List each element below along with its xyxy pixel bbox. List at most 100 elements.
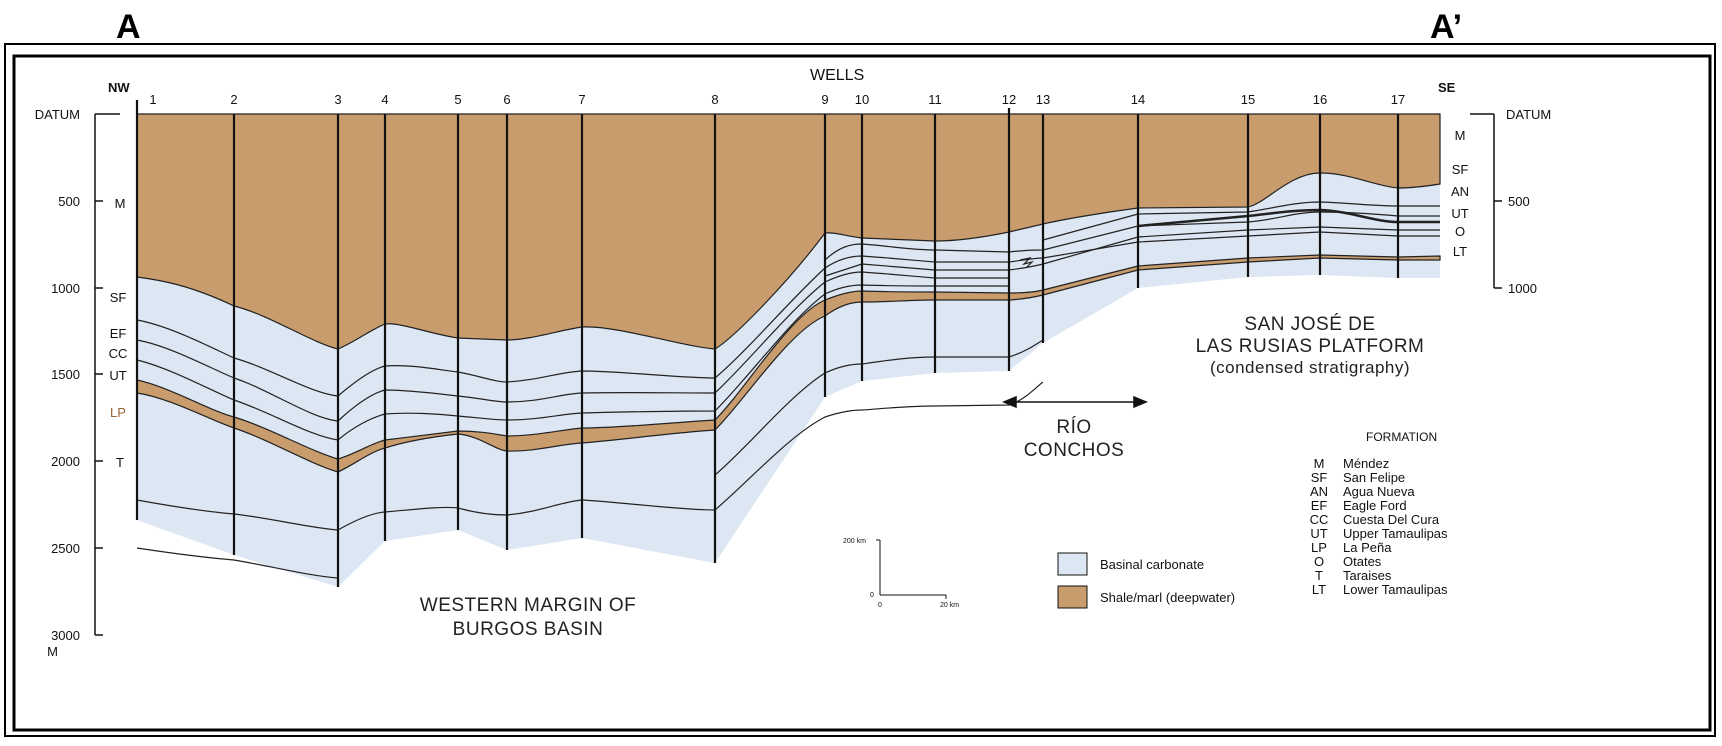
- platform-label-line3: (condensed stratigraphy): [1210, 358, 1410, 377]
- legend-label-shale: Shale/marl (deepwater): [1100, 590, 1235, 605]
- horizon-lt-upper: [714, 339, 1044, 476]
- left-axis-tick-label: 1000: [51, 281, 80, 296]
- formation-label: EF: [110, 326, 127, 341]
- platform-label-line1: SAN JOSÉ DE: [1244, 314, 1375, 335]
- right-axis-tick-label: 1000: [1508, 281, 1537, 296]
- well-label: 7: [578, 92, 585, 107]
- formation-key-abbr: LT: [1312, 582, 1326, 597]
- scale-origin-label: 0: [878, 602, 882, 609]
- pinchout-zigzag: [1019, 257, 1034, 269]
- horizon-ut: [136, 284, 1009, 441]
- formation-key-abbr: SF: [1311, 470, 1328, 485]
- well-label: 10: [855, 92, 869, 107]
- horizon-t-base: [136, 381, 1044, 531]
- well-label: 1: [149, 92, 156, 107]
- formation-key: FORMATION M SF AN EF CC UT LP O T LT Mén…: [1310, 430, 1448, 597]
- formation-key-abbr: UT: [1310, 526, 1327, 541]
- rio-conchos-label-line1: RÍO: [1056, 417, 1091, 438]
- left-axis-unit: M: [47, 644, 58, 659]
- formation-key-abbr: T: [1315, 568, 1323, 583]
- left-axis-tick-label: 500: [58, 194, 80, 209]
- scale-vertical-label: 200 km: [843, 538, 866, 545]
- right-axis-title: DATUM: [1506, 107, 1551, 122]
- rio-conchos-arrow: [1002, 395, 1148, 409]
- well-label: 3: [334, 92, 341, 107]
- region-annotations: WESTERN MARGIN OF BURGOS BASIN SAN JOSÉ …: [420, 314, 1425, 640]
- scale-horizontal-label: 20 km: [940, 602, 959, 609]
- formation-key-name: Taraises: [1343, 568, 1392, 583]
- formation-key-abbr: AN: [1310, 484, 1328, 499]
- inner-frame: [12, 54, 1712, 732]
- horizon-t-lower: [136, 547, 339, 579]
- formation-key-title: FORMATION: [1366, 430, 1437, 444]
- left-axis-labels: DATUM 500 1000 1500 2000 2500 3000 M: [35, 107, 80, 659]
- formation-key-name: Upper Tamaulipas: [1343, 526, 1448, 541]
- platform-label-line2: LAS RUSIAS PLATFORM: [1196, 336, 1425, 357]
- well-label: 11: [928, 92, 942, 107]
- well-number-labels: 1 2 3 4 5 6 7 8 9 10 11 12 13 14 15 16 1…: [149, 92, 1405, 107]
- left-axis-tick-label: 2500: [51, 541, 80, 556]
- right-axis-tick-label: 500: [1508, 194, 1530, 209]
- formation-label: T: [116, 455, 124, 470]
- burgos-basin-label-line2: BURGOS BASIN: [453, 619, 604, 640]
- formation-key-names: Méndez San Felipe Agua Nueva Eagle Ford …: [1343, 456, 1448, 597]
- formation-key-abbr: O: [1314, 554, 1324, 569]
- formation-label: LT: [1453, 244, 1467, 259]
- formation-key-name: Méndez: [1343, 456, 1389, 471]
- formation-label: AN: [1451, 184, 1469, 199]
- nw-direction-label: NW: [108, 80, 130, 95]
- well-label: 6: [503, 92, 510, 107]
- horizon-cc: [136, 271, 1009, 422]
- right-depth-axis: [1470, 113, 1502, 289]
- scale-bar: [876, 539, 947, 599]
- formation-key-abbr: LP: [1311, 540, 1327, 555]
- section-start-label: A: [116, 8, 141, 46]
- formation-key-abbr: M: [1314, 456, 1325, 471]
- left-formation-labels: M SF EF CC UT LP T: [109, 196, 128, 470]
- burgos-basin-label-line1: WESTERN MARGIN OF: [420, 595, 636, 616]
- formation-label: M: [1455, 128, 1466, 143]
- legend-label-basinal: Basinal carbonate: [1100, 557, 1204, 572]
- formation-key-name: Lower Tamaulipas: [1343, 582, 1448, 597]
- formation-key-name: Cuesta Del Cura: [1343, 512, 1440, 527]
- formation-key-name: La Peña: [1343, 540, 1392, 555]
- formation-label: UT: [109, 368, 126, 383]
- wells-title: WELLS: [810, 67, 864, 84]
- rio-conchos-label-line2: CONCHOS: [1024, 440, 1125, 461]
- well-label: 17: [1391, 92, 1405, 107]
- well-label: 2: [230, 92, 237, 107]
- se-direction-label: SE: [1438, 80, 1456, 95]
- legend: Basinal carbonate Shale/marl (deepwater): [1057, 552, 1235, 609]
- formation-key-name: San Felipe: [1343, 470, 1405, 485]
- left-axis-title: DATUM: [35, 107, 80, 122]
- well-label: 14: [1131, 92, 1145, 107]
- formation-label: M: [115, 196, 126, 211]
- shale-la-pena-band: [136, 254, 1441, 473]
- well-label: 8: [711, 92, 718, 107]
- left-axis-tick-label: 1500: [51, 367, 80, 382]
- legend-swatch-shale: [1057, 585, 1088, 609]
- formation-key-abbr: CC: [1310, 512, 1329, 527]
- well-lines: [135, 100, 1400, 587]
- arrow-head-left: [1002, 395, 1017, 409]
- formation-label: CC: [109, 346, 128, 361]
- left-axis-tick-label: 2000: [51, 454, 80, 469]
- scale-zero-label: 0: [870, 592, 874, 599]
- formation-key-name: Otates: [1343, 554, 1382, 569]
- well-label: 16: [1313, 92, 1327, 107]
- legend-swatch-basinal: [1057, 552, 1088, 576]
- formation-key-abbrs: M SF AN EF CC UT LP O T LT: [1310, 456, 1329, 597]
- formation-label: LP: [110, 405, 126, 420]
- section-end-label: A’: [1430, 8, 1462, 46]
- formation-label: UT: [1451, 206, 1468, 221]
- well-label: 15: [1241, 92, 1255, 107]
- formation-label: O: [1455, 224, 1465, 239]
- formation-key-abbr: EF: [1311, 498, 1328, 513]
- well-label: 4: [381, 92, 388, 107]
- well-label: 5: [454, 92, 461, 107]
- formation-label: SF: [1452, 162, 1469, 177]
- well-label: 9: [821, 92, 828, 107]
- left-axis-tick-label: 3000: [51, 628, 80, 643]
